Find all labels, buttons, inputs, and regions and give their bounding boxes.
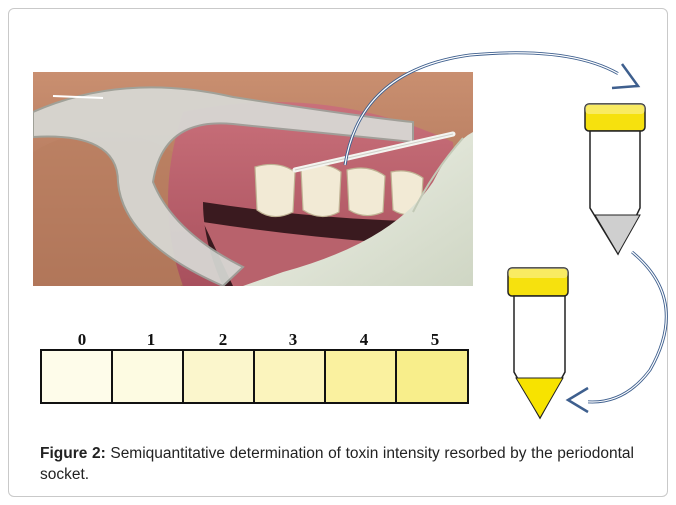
caption-text: Semiquantitative determination of toxin … [40, 445, 634, 483]
scale-label-4: 4 [354, 330, 374, 350]
scale-swatch-5 [395, 349, 469, 404]
scale-swatch-2 [182, 349, 255, 404]
scale-label-3: 3 [283, 330, 303, 350]
figure-caption: Figure 2: Semiquantitative determination… [40, 443, 634, 485]
scale-swatch-1 [111, 349, 184, 404]
scale-swatch-0 [40, 349, 113, 404]
scale-swatch-4 [324, 349, 397, 404]
dental-photo [33, 72, 473, 286]
scale-label-0: 0 [72, 330, 92, 350]
scale-label-1: 1 [141, 330, 161, 350]
caption-lead: Figure 2: [40, 445, 106, 462]
scale-label-5: 5 [425, 330, 445, 350]
scale-swatch-3 [253, 349, 326, 404]
scale-label-2: 2 [213, 330, 233, 350]
